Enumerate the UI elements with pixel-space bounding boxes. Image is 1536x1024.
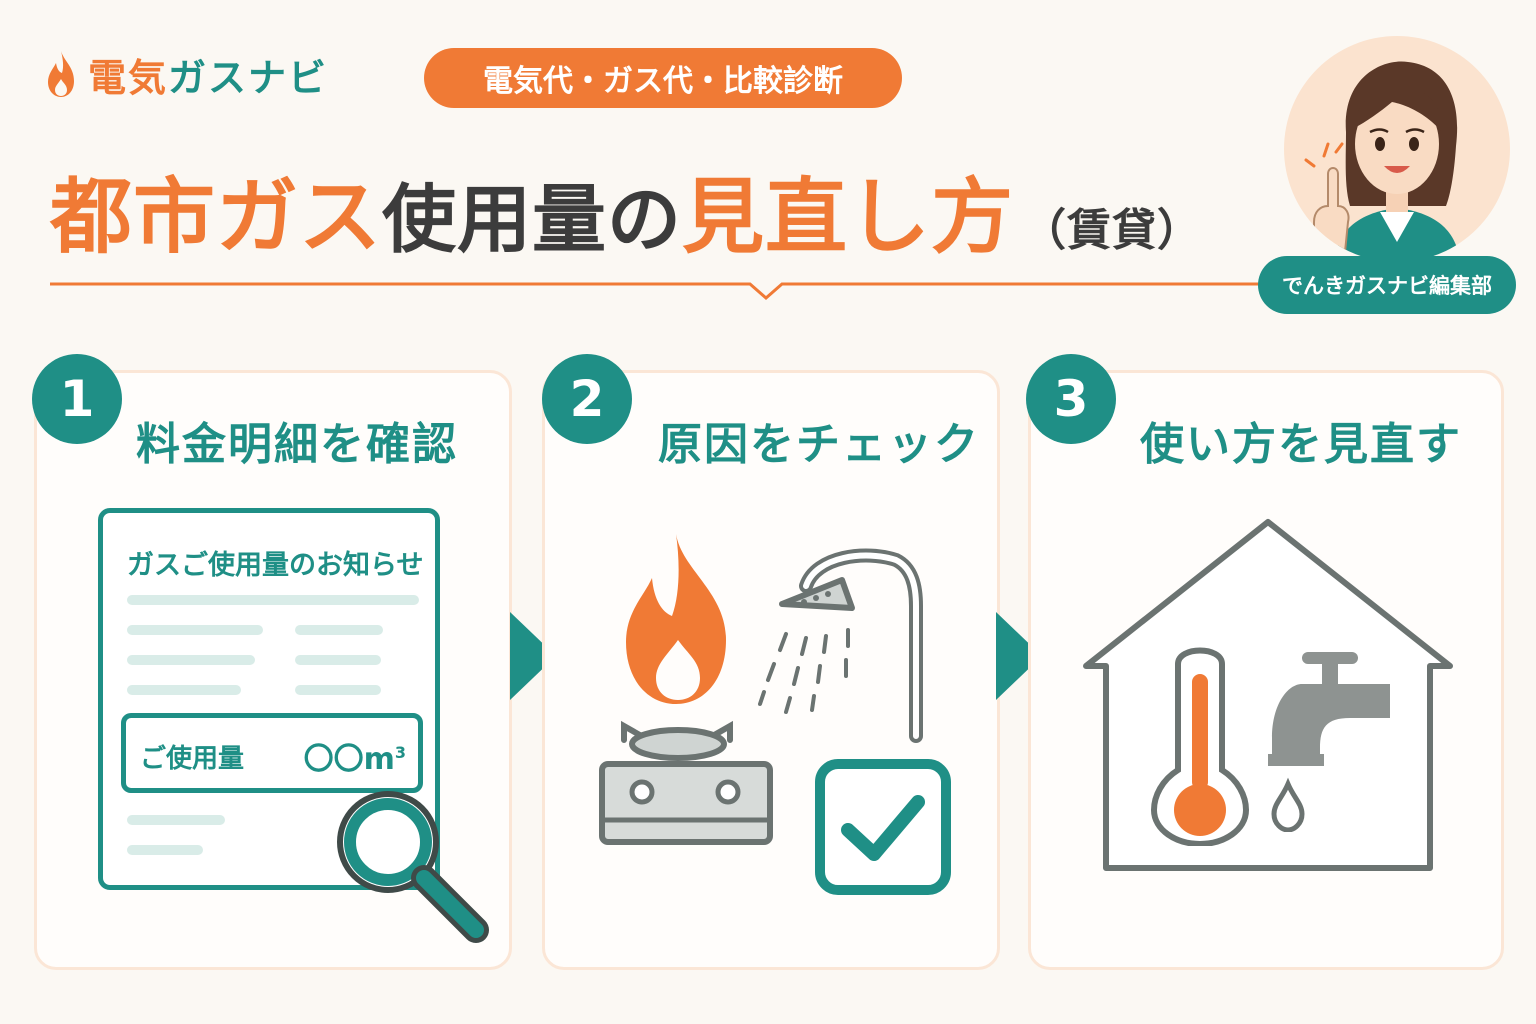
usage-row: ご使用量 〇〇m3 — [121, 713, 423, 793]
title-part-2: 使用量の — [382, 177, 683, 263]
author-avatar — [1284, 36, 1510, 262]
gas-bill-document: ガスご使用量のお知らせ ご使用量 〇〇m3 — [98, 508, 440, 890]
title-part-1: 都市ガス — [50, 170, 383, 265]
logo-text: 電気ガスナビ — [88, 47, 328, 102]
step-title-3: 使い方を見直す — [1140, 419, 1462, 470]
bill-line — [127, 655, 255, 665]
title-part-3: 見直し方 — [682, 170, 1015, 265]
bill-title: ガスご使用量のお知らせ — [127, 550, 424, 581]
bill-line — [295, 655, 381, 665]
author-badge: でんきガスナビ編集部 — [1258, 256, 1516, 314]
logo-text-teal: ガスナビ — [168, 55, 329, 100]
step-number-1: 1 — [32, 354, 122, 444]
usage-label: ご使用量 — [140, 744, 245, 774]
flame-icon — [44, 49, 78, 99]
bill-line — [127, 625, 263, 635]
site-logo[interactable]: 電気ガスナビ — [44, 46, 328, 102]
page-title: 都市ガス 使用量の 見直し方 （賃貸） — [50, 150, 1203, 265]
logo-text-orange: 電気 — [88, 55, 169, 100]
bill-line — [127, 595, 419, 605]
step-title-2: 原因をチェック — [658, 419, 980, 470]
usage-value: 〇〇m3 — [304, 734, 406, 778]
faucet-icon — [1268, 652, 1390, 832]
search-icon — [337, 791, 489, 943]
step-title-1: 料金明細を確認 — [136, 419, 458, 470]
tagline-badge: 電気代・ガス代・比較診断 — [424, 48, 902, 108]
gas-stove-icon — [599, 534, 773, 845]
bill-line — [127, 815, 225, 825]
usage-unit-sup: 3 — [394, 743, 406, 762]
bill-line — [127, 845, 203, 855]
shower-icon — [758, 548, 923, 743]
title-part-4: （賃貸） — [1022, 205, 1203, 256]
checkbox-icon — [815, 759, 951, 895]
step-number-2: 2 — [542, 354, 632, 444]
usage-value-text: 〇〇m — [303, 742, 395, 777]
thermometer-icon — [1150, 647, 1250, 846]
title-divider — [50, 282, 1260, 300]
bill-line — [295, 625, 383, 635]
bill-line — [295, 685, 381, 695]
bill-line — [127, 685, 241, 695]
step-number-3: 3 — [1026, 354, 1116, 444]
